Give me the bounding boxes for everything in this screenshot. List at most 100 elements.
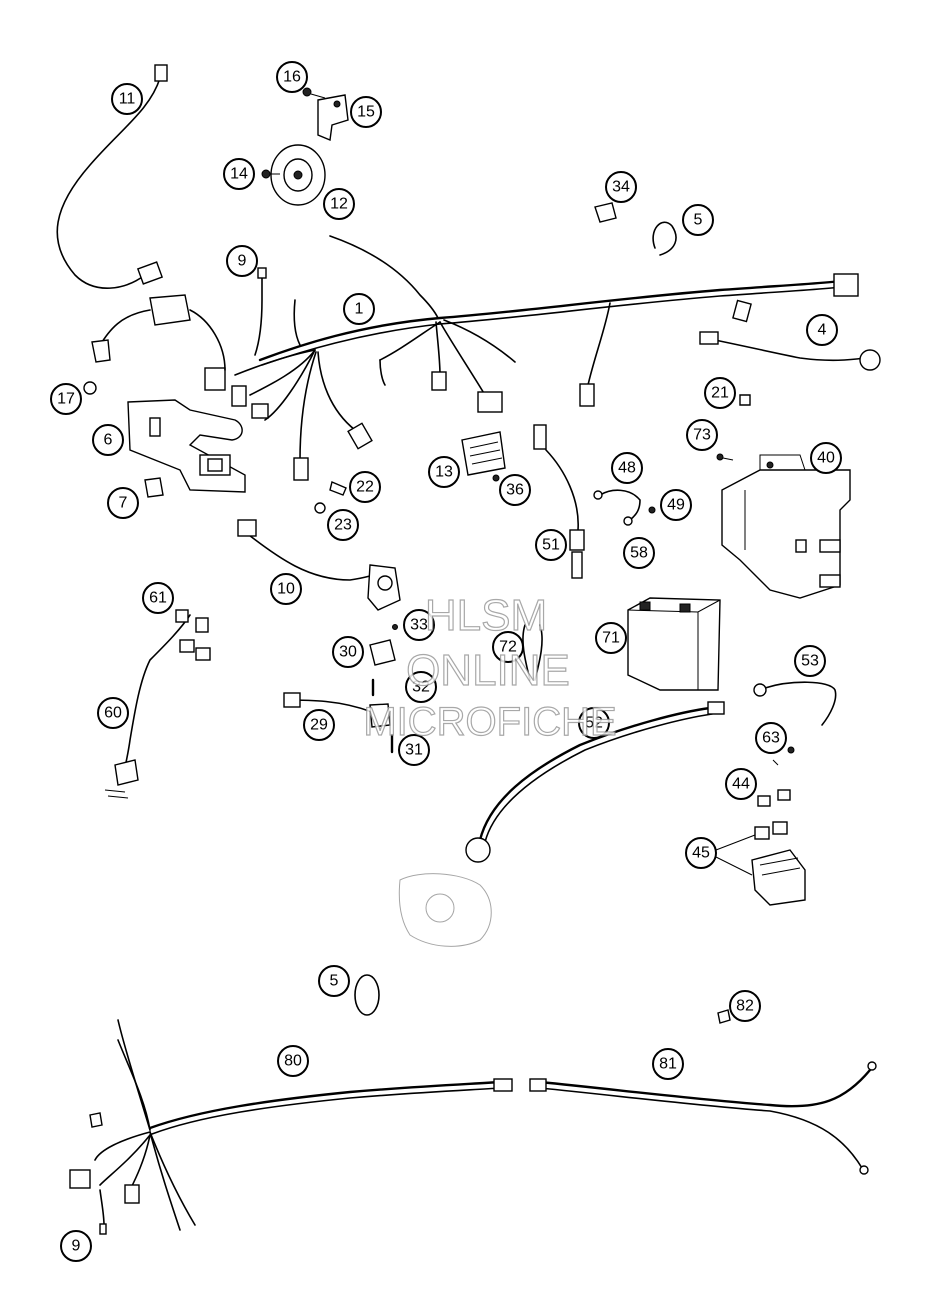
- part-72-fuse: [522, 624, 543, 681]
- callout-13: 13: [428, 456, 460, 488]
- callout-48: 48: [611, 452, 643, 484]
- callout-82: 82: [729, 990, 761, 1022]
- callout-label: 5: [694, 212, 703, 229]
- callout-label: 63: [762, 730, 780, 747]
- callout-14: 14: [223, 158, 255, 190]
- callout-label: 22: [356, 479, 374, 496]
- watermark-line-2: ONLINE: [406, 646, 570, 695]
- part-17-grommet: [83, 381, 97, 395]
- callout-5: 5: [682, 204, 714, 236]
- callout-34: 34: [605, 171, 637, 203]
- part-22-23-fasteners: [314, 481, 347, 514]
- callout-30: 30: [332, 636, 364, 668]
- callout-label: 11: [119, 91, 136, 108]
- part-80-harness: [69, 1019, 513, 1235]
- callout-11: 11: [111, 83, 143, 115]
- callout-12: 12: [323, 188, 355, 220]
- part-5-cable-tie: [652, 221, 677, 256]
- callout-label: 1: [355, 301, 364, 318]
- part-6-mounting-plate: [127, 399, 246, 493]
- callout-label: 6: [104, 432, 113, 449]
- callout-label: 40: [817, 450, 835, 467]
- callout-label: 21: [711, 385, 729, 402]
- part-starter-motor-faded: [398, 873, 492, 947]
- part-34-clip: [594, 202, 617, 223]
- callout-71: 71: [595, 622, 627, 654]
- part-1-main-harness: [204, 235, 859, 481]
- callout-22: 22: [349, 471, 381, 503]
- callout-29: 29: [303, 709, 335, 741]
- watermark: HLSM ONLINE MICROFICHE: [363, 590, 618, 744]
- callout-label: 12: [330, 196, 348, 213]
- callout-15: 15: [350, 96, 382, 128]
- part-13-regulator: [461, 431, 506, 476]
- part-71-battery: [627, 597, 721, 691]
- callout-label: 82: [736, 998, 754, 1015]
- part-30-sensor-assembly: [369, 624, 398, 754]
- callout-63: 63: [755, 722, 787, 754]
- part-48-ground-cable: [593, 489, 656, 526]
- part-10-switch: [237, 519, 401, 611]
- callout-label: 36: [506, 482, 524, 499]
- watermark-line-1: HLSM: [425, 591, 547, 640]
- callout-10: 10: [270, 573, 302, 605]
- callout-36: 36: [499, 474, 531, 506]
- callout-label: 51: [542, 537, 560, 554]
- callout-label: 33: [410, 617, 428, 634]
- part-9-terminal-top: [254, 267, 267, 356]
- part-36-screw: [492, 474, 500, 482]
- part-73-screw: [716, 453, 734, 461]
- callout-40: 40: [810, 442, 842, 474]
- part-53-battery-cable: [753, 681, 837, 726]
- callout-7: 7: [107, 487, 139, 519]
- callout-label: 73: [693, 427, 711, 444]
- callout-label: 81: [659, 1056, 677, 1073]
- part-4-cable: [699, 331, 881, 371]
- callout-label: 30: [339, 644, 357, 661]
- part-11-cable: [56, 64, 168, 289]
- part-12-horn: [261, 87, 349, 206]
- callout-label: 71: [602, 630, 620, 647]
- callout-label: 34: [612, 179, 630, 196]
- parts-illustration: [56, 64, 881, 1235]
- callout-61: 61: [142, 582, 174, 614]
- callout-1: 1: [343, 293, 375, 325]
- callout-label: 5: [330, 973, 339, 990]
- callout-51: 51: [535, 529, 567, 561]
- part-60-ignition-coil: [104, 609, 211, 799]
- callout-45: 45: [685, 837, 717, 869]
- callout-label: 10: [277, 581, 295, 598]
- callout-72: 72: [492, 631, 524, 663]
- part-82-fuse: [717, 1009, 731, 1024]
- callout-label: 9: [238, 253, 247, 270]
- callout-label: 72: [499, 639, 517, 656]
- callout-80: 80: [277, 1045, 309, 1077]
- callout-label: 7: [119, 495, 128, 512]
- callout-label: 52: [585, 715, 603, 732]
- callout-label: 49: [667, 497, 685, 514]
- callout-4: 4: [806, 314, 838, 346]
- callout-label: 16: [283, 69, 301, 86]
- part-7-relay: [144, 477, 164, 498]
- callout-label: 32: [412, 679, 430, 696]
- callout-81: 81: [652, 1048, 684, 1080]
- callout-label: 80: [284, 1053, 302, 1070]
- callout-label: 9: [72, 1238, 81, 1255]
- part-5-cable-tie-bottom: [354, 974, 380, 1016]
- part-45-starter-relay: [751, 821, 806, 906]
- callout-60: 60: [97, 697, 129, 729]
- part-81-harness: [529, 1061, 877, 1175]
- callout-58: 58: [623, 537, 655, 569]
- part-29-sensor-cable: [283, 692, 391, 728]
- callout-52: 52: [578, 707, 610, 739]
- callout-label: 29: [310, 717, 328, 734]
- part-63-screw: [772, 746, 795, 766]
- callout-45-leaders: [715, 834, 756, 876]
- callout-17: 17: [50, 383, 82, 415]
- part-21-clip: [739, 394, 751, 406]
- callout-23: 23: [327, 509, 359, 541]
- callout-21: 21: [704, 377, 736, 409]
- callout-73: 73: [686, 419, 718, 451]
- callout-label: 15: [357, 104, 375, 121]
- callout-label: 14: [230, 166, 248, 183]
